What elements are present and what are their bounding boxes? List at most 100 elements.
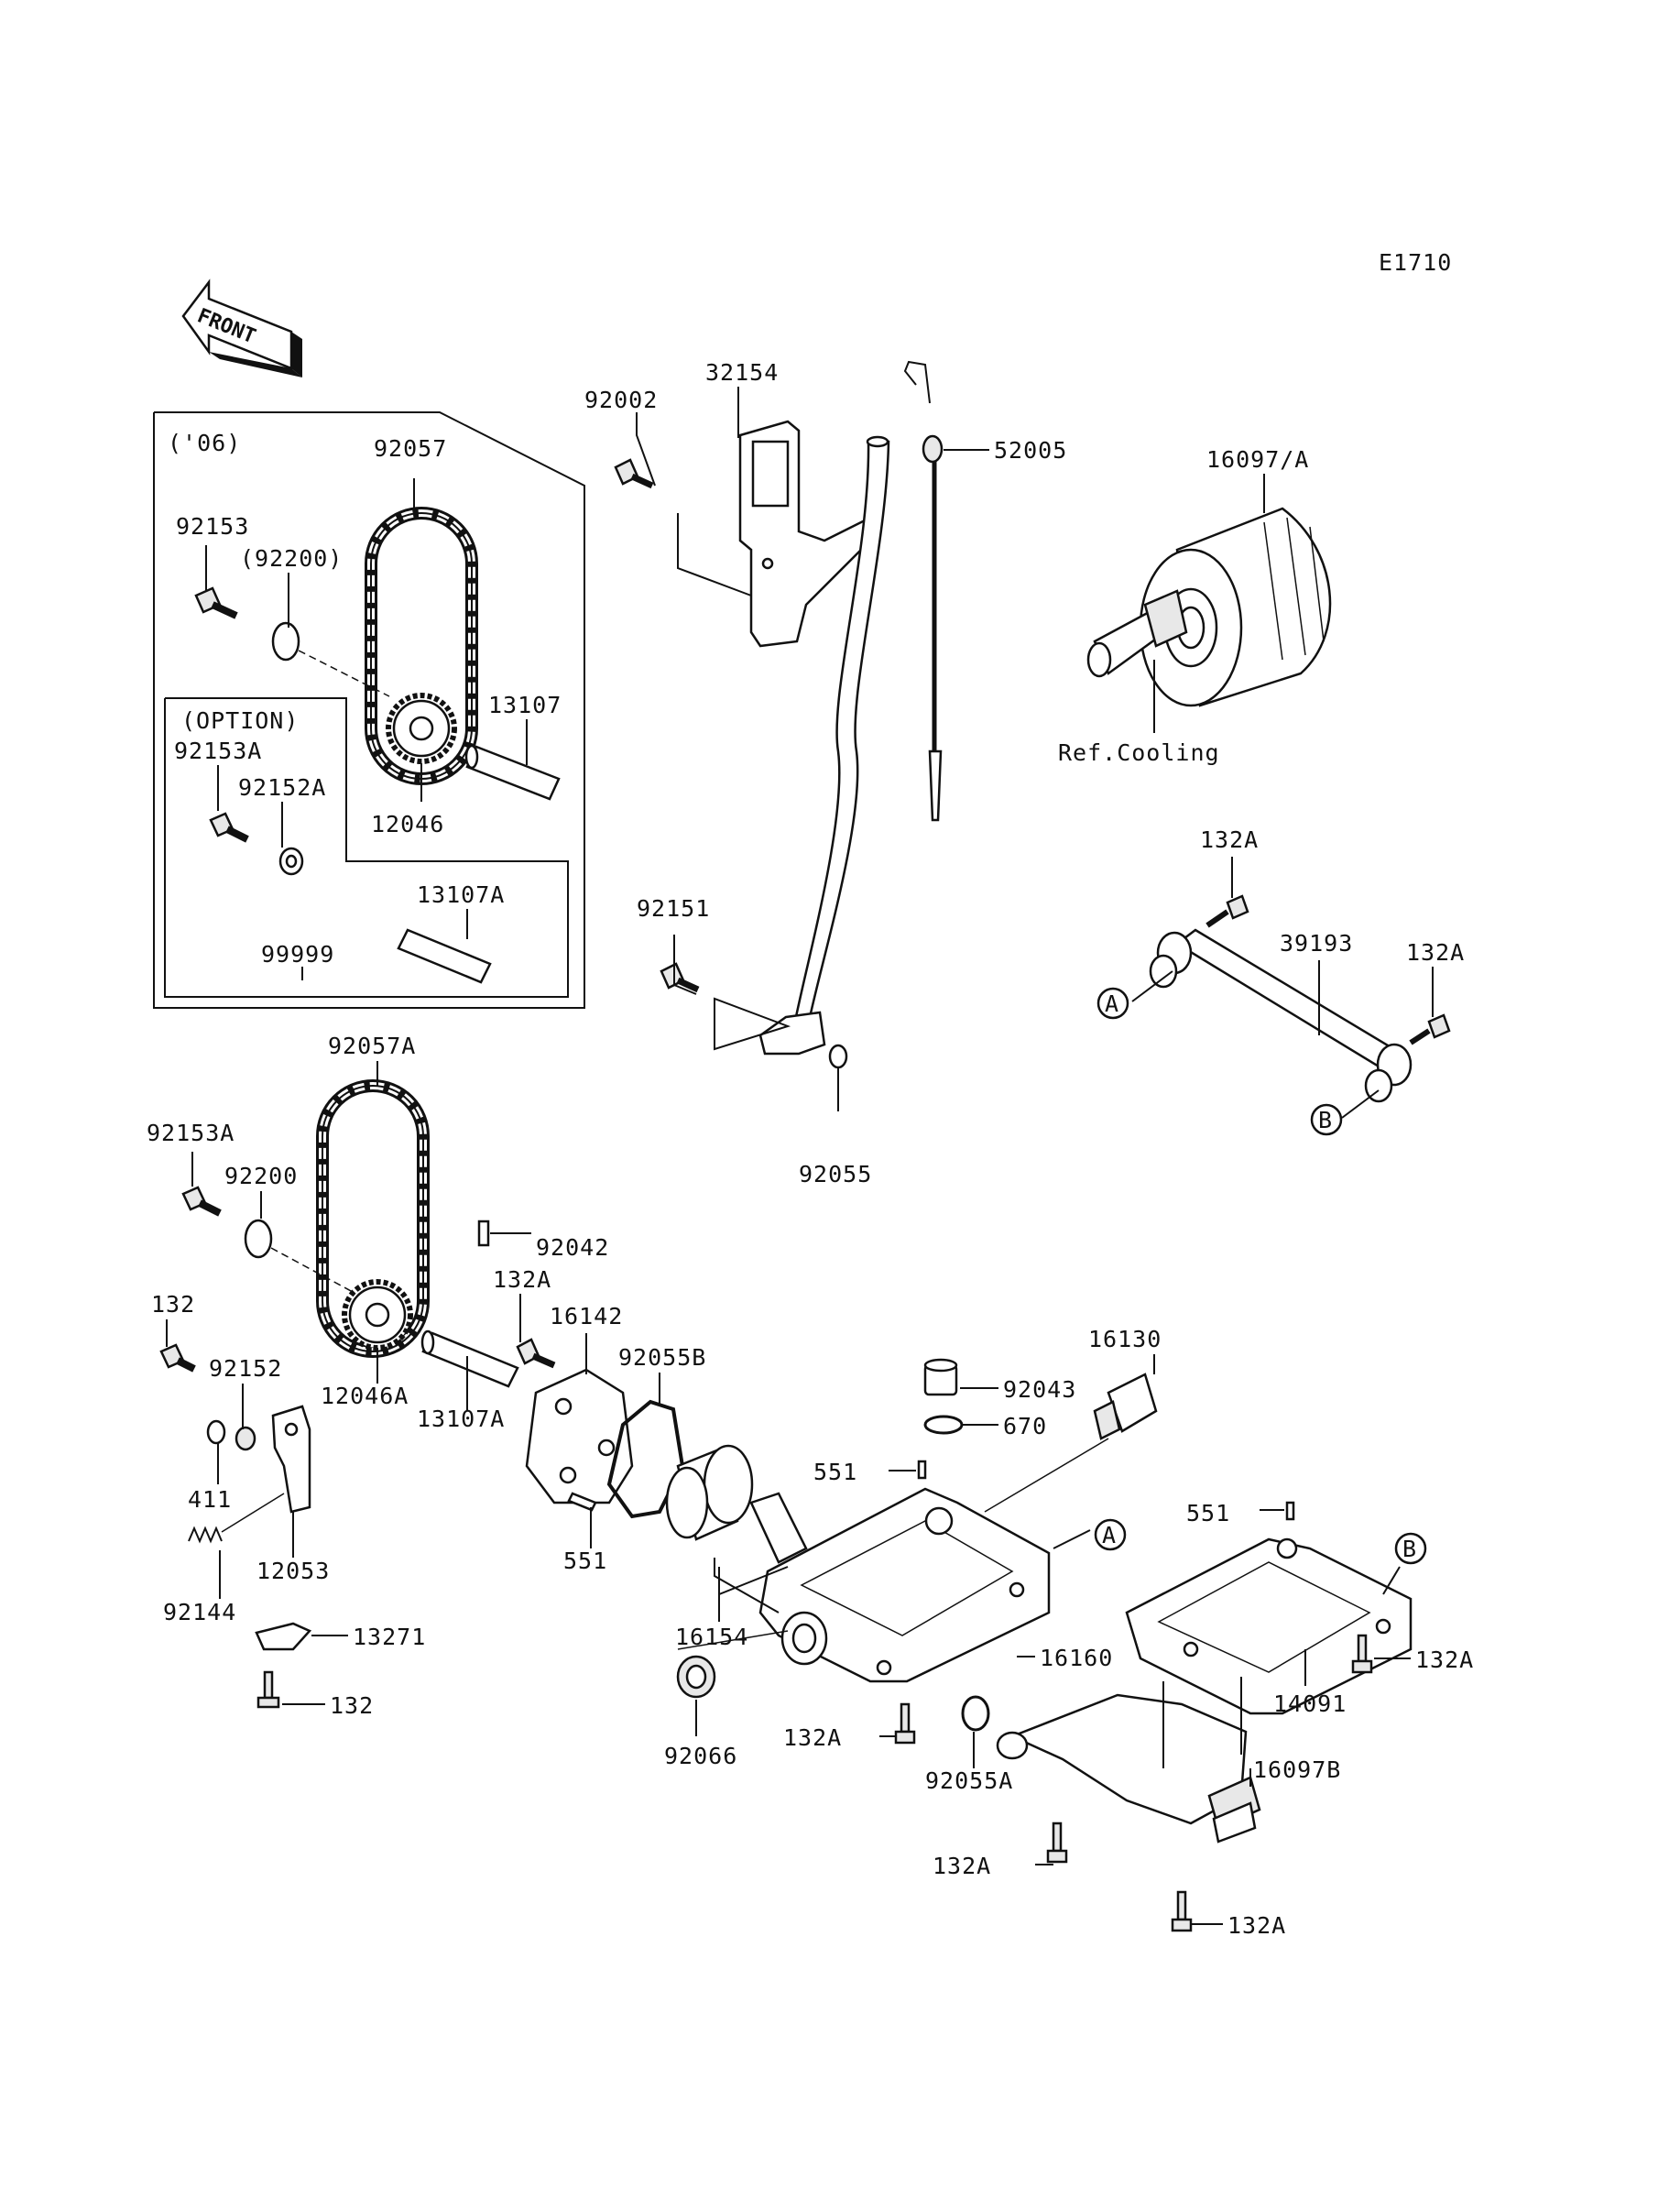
shaft-13107a [420,1329,519,1388]
label-670: 670 [1003,1413,1047,1439]
label-99999: 99999 [261,941,334,968]
pump-body-16160 [758,1487,1051,1683]
label-92042: 92042 [536,1234,609,1261]
label-92152a: 92152A [238,774,326,801]
label-132a-pipe-1: 132A [1200,826,1259,853]
label-132a-mid: 132A [493,1266,551,1293]
bolt-132a-pipe-1 [1205,894,1249,928]
bolt-132a-bottom-2 [1171,1890,1193,1932]
label-12053: 12053 [256,1558,330,1584]
bolt-92153a [181,1186,222,1217]
label-13107a-option: 13107A [417,881,505,908]
callout-b-pipe: B [1310,1103,1343,1136]
bolt-132a-mid [516,1338,556,1369]
bolt-92153a-option [209,812,249,843]
label-92057a: 92057A [328,1033,416,1059]
washer-92200-upper [271,621,390,697]
label-16160: 16160 [1040,1645,1113,1671]
washer-92200 [244,1219,354,1293]
part-labels: 32154 92002 52005 16097/A 92057 92153 (9… [147,359,1474,1939]
oring-670 [923,1415,964,1435]
label-132-lower: 132 [330,1692,374,1719]
label-92144: 92144 [163,1599,236,1625]
bolt-132-lower [256,1670,280,1709]
label-551-body: 551 [813,1459,857,1485]
label-92153a-option: 92153A [174,738,262,764]
label-92200-paren: (92200) [240,545,343,572]
label-92055: 92055 [799,1161,872,1187]
label-92066: 92066 [664,1743,737,1769]
label-16154: 16154 [675,1624,748,1650]
dipstick-tube [758,435,890,1056]
bolt-92151 [660,962,700,993]
filter-fitting [1086,589,1188,678]
label-551-cover: 551 [563,1548,607,1574]
label-132a-cover: 132A [1415,1647,1474,1673]
label-16097a: 16097/A [1206,446,1309,473]
label-13271: 13271 [353,1624,426,1650]
label-92200: 92200 [224,1163,298,1189]
label-52005: 52005 [994,437,1067,464]
label-92043: 92043 [1003,1376,1076,1403]
plate-13271 [255,1622,312,1651]
bolt-132a-body [894,1702,916,1745]
label-92152: 92152 [209,1355,282,1382]
label-132a-pipe-2: 132A [1406,939,1465,966]
svg-text:B: B [1318,1107,1333,1133]
label-92057: 92057 [374,435,447,462]
label-39193: 39193 [1280,930,1353,957]
sprocket-12046 [386,693,457,764]
label-12046: 12046 [371,811,444,837]
bolt-92153 [194,586,238,619]
bolt-132a-cover [1351,1634,1373,1674]
pump-cover-16142 [525,1368,634,1504]
pipe-39193 [1149,928,1413,1103]
cover-14091 [1125,1537,1413,1715]
label-14091: 14091 [1273,1690,1347,1717]
relief-valve-16130 [1093,1373,1158,1440]
rotor-16154 [665,1444,808,1564]
shaft-13107 [464,744,561,801]
sprocket-12046a [342,1279,413,1351]
washer-411 [206,1419,226,1445]
label-92153a: 92153A [147,1120,235,1146]
bolt-132a-pipe-2 [1409,1013,1451,1045]
label-12046a: 12046A [321,1383,409,1409]
label-132a-bottom-2: 132A [1227,1912,1286,1939]
bolt-92002 [614,458,654,489]
pin-551-body [917,1460,927,1480]
label-132a-body: 132A [783,1724,842,1751]
label-92151: 92151 [637,895,710,922]
callout-a-pipe: A [1096,987,1129,1020]
box-option-label: (OPTION) [181,707,299,734]
chain-92057a [316,1079,430,1358]
strainer-16097b [996,1693,1261,1843]
label-551-right: 551 [1186,1500,1230,1526]
oring-92055a [961,1695,990,1732]
svg-text:A: A [1102,1522,1117,1548]
pin-551-right [1285,1501,1295,1521]
label-32154: 32154 [705,359,779,386]
dipstick-52005 [903,360,944,822]
label-92055a: 92055A [925,1767,1013,1794]
bolt-132-upper [159,1343,196,1373]
label-92055b: 92055B [618,1344,706,1371]
svg-text:A: A [1105,990,1119,1017]
leader-lines [166,387,1434,1925]
washer-92152a [278,847,304,876]
box-year-label: ('06) [168,430,241,456]
diagram-id: E1710 [1379,249,1452,276]
front-arrow-icon: FRONT [181,279,302,377]
callout-b-cover: B [1394,1532,1427,1565]
label-16142: 16142 [550,1303,623,1329]
pin-92042 [477,1220,490,1247]
label-13107: 13107 [488,692,562,718]
label-92153: 92153 [176,513,249,540]
label-13107a: 13107A [417,1406,505,1432]
year-06-box: ('06) (OPTION) [153,411,585,1009]
tensioner-12053 [271,1405,311,1514]
label-ref-cooling: Ref.Cooling [1058,739,1220,766]
washer-92152 [235,1426,256,1451]
plug-92066 [676,1655,716,1699]
